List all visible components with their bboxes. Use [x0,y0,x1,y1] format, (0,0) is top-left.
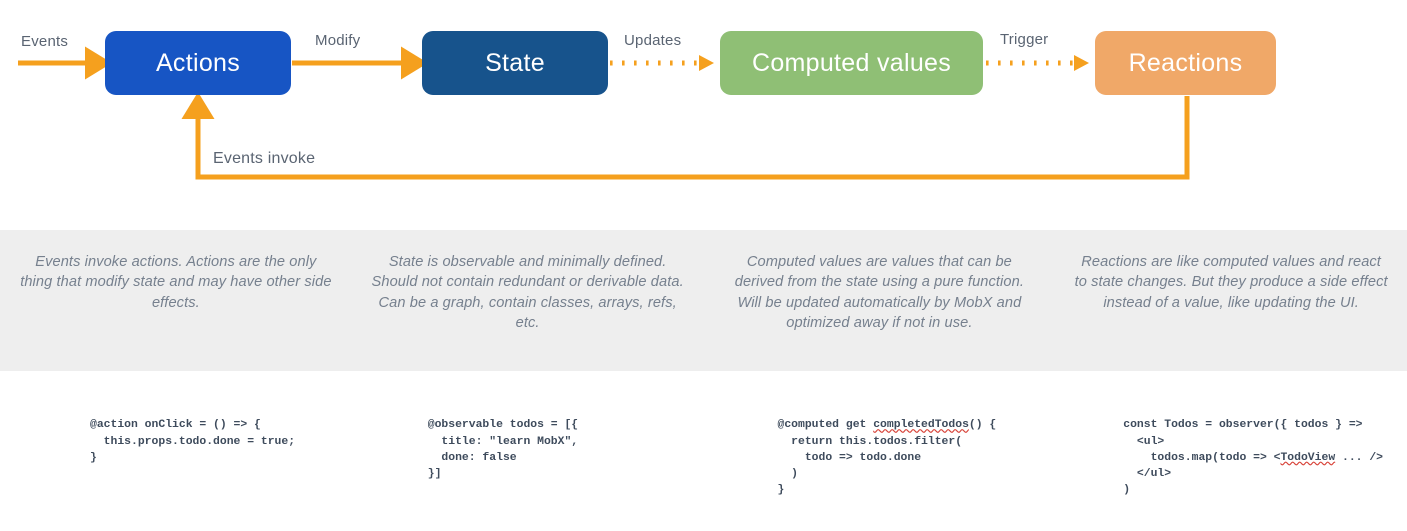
node-state-label: State [485,48,545,77]
node-reactions-label: Reactions [1128,48,1243,77]
code-sample-observable-text: @observable todos = [{ title: "learn Mob… [427,419,579,480]
edge-label-modify: Modify [315,32,361,49]
flow-connectors [18,46,1190,180]
mobx-dataflow-diagram: Actions State Computed values Reactions … [0,31,1407,496]
description-actions: Events invoke actions. Actions are the o… [0,230,352,371]
description-band: Events invoke actions. Actions are the o… [0,230,1407,371]
arrowhead-trigger [1074,55,1089,71]
node-computed-values-label: Computed values [751,48,952,77]
description-computed-values-text: Computed values are values that can be d… [734,254,1024,332]
description-actions-text: Events invoke actions. Actions are the o… [20,254,332,311]
code-sample-observable: @observable todos = [{ title: "learn Mob… [374,385,712,483]
arrow-events-invoke [181,92,1190,180]
edge-label-events: Events [21,33,69,50]
node-reactions: Reactions [1095,31,1276,95]
edge-label-events-invoke: Events invoke [213,150,316,167]
description-state: State is observable and minimally define… [352,230,704,371]
arrowhead-updates [699,55,714,71]
edge-label-trigger: Trigger [1000,31,1049,48]
node-actions: Actions [105,31,291,95]
node-computed-values: Computed values [720,31,983,95]
code-band: @action onClick = () => { this.props.tod… [0,385,1407,496]
edge-label-updates: Updates [624,32,682,49]
node-state: State [422,31,608,95]
description-reactions-text: Reactions are like computed values and r… [1074,254,1388,311]
code-sample-observer-text: const Todos = observer({ todos } => <ul>… [1123,419,1384,497]
code-sample-computed: @computed get completedTodos() { return … [712,385,1062,496]
code-sample-computed-text: @computed get completedTodos() { return … [777,419,997,497]
description-computed-values: Computed values are values that can be d… [704,230,1056,371]
code-sample-observer: const Todos = observer({ todos } => <ul>… [1061,385,1407,496]
description-reactions: Reactions are like computed values and r… [1055,230,1407,371]
node-actions-label: Actions [155,48,241,77]
code-sample-action-text: @action onClick = () => { this.props.tod… [90,419,296,464]
code-sample-action: @action onClick = () => { this.props.tod… [0,385,374,483]
description-state-text: State is observable and minimally define… [371,254,684,332]
